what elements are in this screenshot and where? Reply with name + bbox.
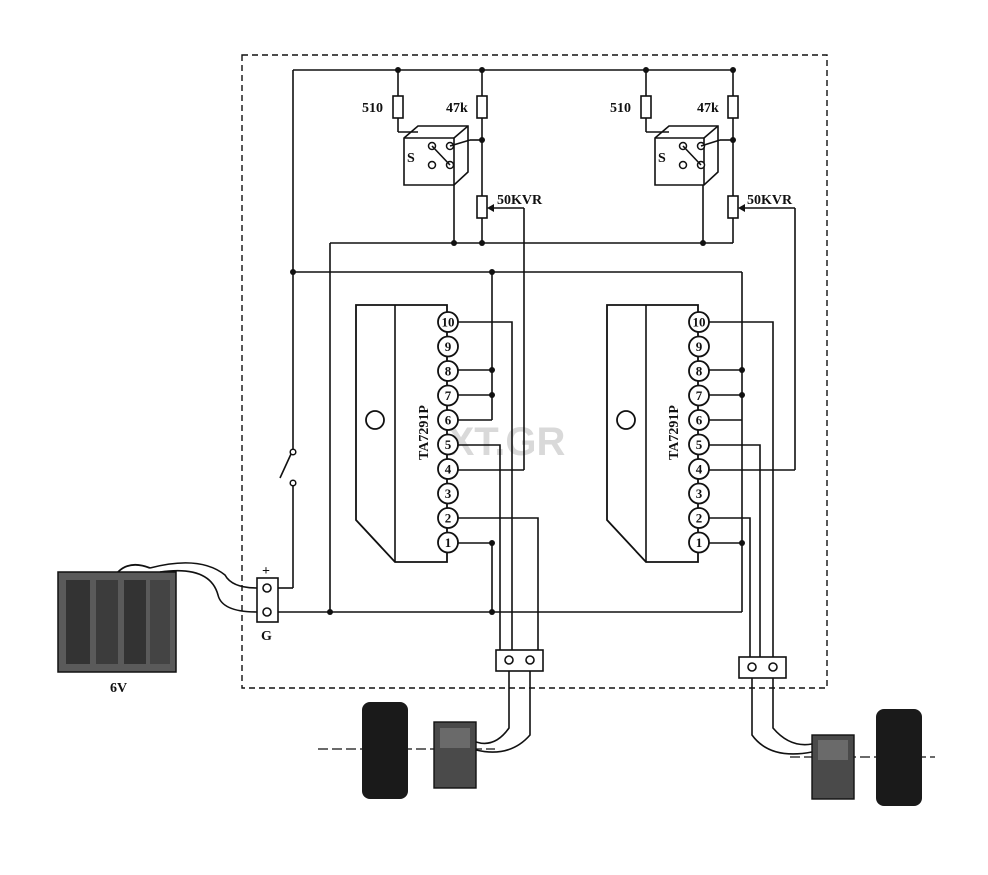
ic-label-right: TA7291P (667, 405, 682, 460)
label-s-left: S (407, 151, 415, 166)
resistor-47k-right (727, 70, 739, 196)
battery-6v (57, 562, 258, 673)
pin-label-right-5: 5 (696, 437, 703, 452)
pin-label-right-10: 10 (693, 315, 706, 330)
ic-ta7291p-right (606, 304, 699, 563)
pin-label-right-3: 3 (696, 486, 703, 501)
pin-label-right-6: 6 (696, 413, 703, 428)
pin-label-left-4: 4 (445, 462, 452, 477)
pin-left-4 (437, 458, 459, 480)
label-s-right: S (658, 151, 666, 166)
pin-label-left-6: 6 (445, 413, 452, 428)
pin-left-8 (437, 360, 459, 382)
power-switch (279, 445, 297, 588)
motor-connector-left (475, 649, 544, 753)
pin-left-9 (437, 335, 459, 358)
pin-right-3 (688, 482, 710, 505)
label-ground: G (261, 629, 272, 644)
pins-right: 10 9 8 7 6 5 4 3 2 1 (688, 311, 710, 554)
pin-right-8 (688, 360, 710, 382)
pin-right-4 (688, 458, 710, 480)
label-510-right: 510 (610, 101, 631, 116)
motor-wheel-right (790, 709, 935, 806)
ic-label-left: TA7291P (417, 405, 432, 460)
label-47k-left: 47k (446, 101, 468, 116)
pin-label-right-2: 2 (696, 511, 703, 526)
resistor-510-left (392, 70, 404, 132)
label-plus: + (262, 564, 270, 579)
enclosure-border (241, 54, 828, 689)
switch-s-left (398, 125, 482, 186)
motor-connector-right (738, 656, 813, 755)
pin-label-left-5: 5 (445, 437, 452, 452)
pin-left-3 (437, 482, 459, 505)
terminal-block-power (256, 577, 293, 623)
resistor-510-right (640, 70, 652, 132)
resistor-47k-left (476, 70, 488, 196)
switch-s-right (646, 125, 733, 186)
pin-label-right-4: 4 (696, 462, 703, 477)
variable-resistor-left (476, 195, 525, 470)
label-battery: 6V (110, 681, 127, 696)
pin-label-left-7: 7 (445, 388, 452, 403)
motor-wheel-left (318, 702, 495, 799)
pin-label-left-2: 2 (445, 511, 452, 526)
label-47k-right: 47k (697, 101, 719, 116)
label-50kvr-right: 50KVR (747, 193, 793, 208)
pin-label-left-10: 10 (442, 315, 455, 330)
label-50kvr-left: 50KVR (497, 193, 543, 208)
pin-label-left-1: 1 (445, 535, 452, 550)
pin-label-right-9: 9 (696, 339, 703, 354)
pin-label-left-9: 9 (445, 339, 452, 354)
label-510-left: 510 (362, 101, 383, 116)
variable-resistor-right (727, 195, 796, 470)
ic-ta7291p-left (355, 304, 448, 563)
pin-right-9 (688, 335, 710, 358)
pin-label-right-7: 7 (696, 388, 703, 403)
pin-label-right-8: 8 (696, 364, 703, 379)
pin-label-right-1: 1 (696, 535, 703, 550)
pin-label-left-3: 3 (445, 486, 452, 501)
pin-label-left-8: 8 (445, 364, 452, 379)
